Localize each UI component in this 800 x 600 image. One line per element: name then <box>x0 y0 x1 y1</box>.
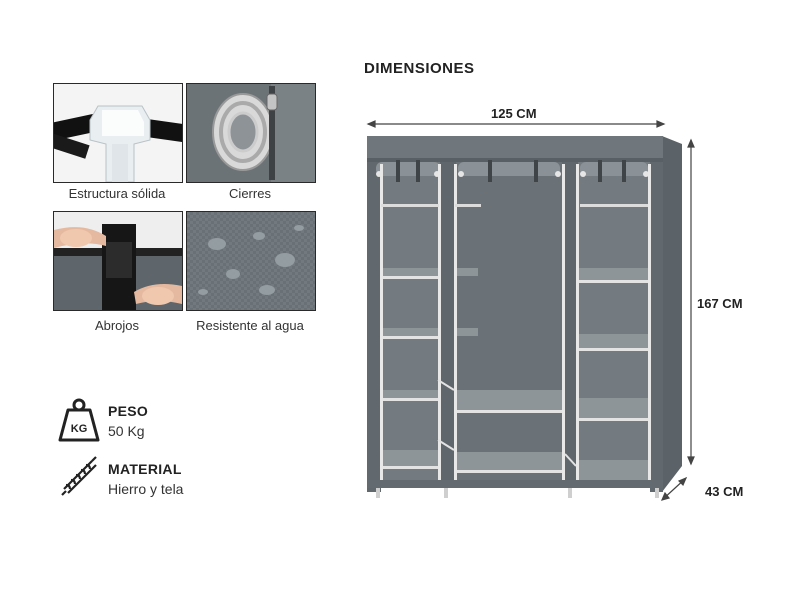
feature-image-structure <box>53 83 183 183</box>
feature-image-velcro <box>53 211 183 311</box>
feature-caption-waterproof: Resistente al agua <box>196 318 304 333</box>
feature-image-zipper <box>186 83 316 183</box>
depth-label: 43 CM <box>705 484 744 499</box>
rope-icon <box>58 455 100 502</box>
feature-caption-structure: Estructura sólida <box>68 186 166 201</box>
height-label: 167 CM <box>697 296 743 311</box>
weight-title: PESO <box>108 403 149 419</box>
weight-icon-text: KG <box>71 423 88 435</box>
material-title: MATERIAL <box>108 461 182 477</box>
width-label: 125 CM <box>491 106 537 121</box>
material-value: Hierro y tela <box>108 481 184 497</box>
weight-value: 50 Kg <box>108 423 145 439</box>
dimensions-title: DIMENSIONES <box>364 60 475 77</box>
feature-image-waterproof <box>186 211 316 311</box>
feature-caption-zipper: Cierres <box>229 186 271 201</box>
feature-caption-velcro: Abrojos <box>94 318 140 333</box>
weight-kg-icon: KG <box>58 398 100 447</box>
wardrobe-illustration <box>366 120 695 501</box>
